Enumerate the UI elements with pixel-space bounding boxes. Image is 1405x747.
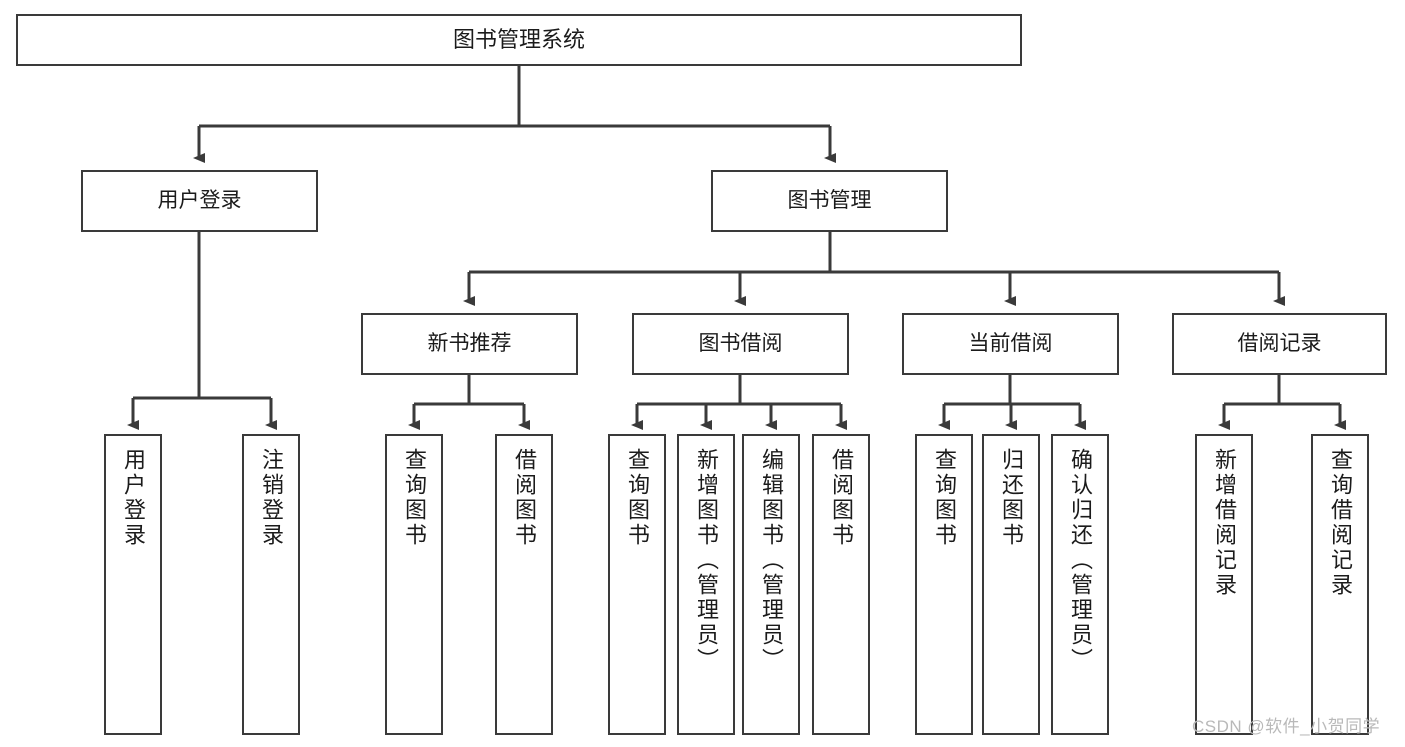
leaf-user-login-login[interactable]: 用户登录	[104, 434, 162, 735]
node-label: 借阅图书	[512, 448, 537, 548]
node-label: 用户登录	[121, 448, 146, 548]
leaf-borrow-borrow-book[interactable]: 借阅图书	[812, 434, 870, 735]
leaf-record-add-record[interactable]: 新增借阅记录	[1195, 434, 1253, 735]
node-label: 编辑图书（管理员）	[759, 448, 784, 673]
leaf-borrow-add-book-admin[interactable]: 新增图书（管理员）	[677, 434, 735, 735]
node-label: 图书管理系统	[452, 26, 585, 52]
node-new-book-recommend[interactable]: 新书推荐	[361, 313, 578, 375]
node-user-login[interactable]: 用户登录	[81, 170, 318, 232]
leaf-current-query-book[interactable]: 查询图书	[915, 434, 973, 735]
node-root-system[interactable]: 图书管理系统	[16, 14, 1022, 66]
node-current-borrow[interactable]: 当前借阅	[902, 313, 1119, 375]
node-label: 查询图书	[625, 448, 650, 548]
node-label: 归还图书	[999, 448, 1024, 548]
node-label: 当前借阅	[968, 332, 1053, 356]
leaf-user-login-logout[interactable]: 注销登录	[242, 434, 300, 735]
leaf-current-confirm-return-admin[interactable]: 确认归还（管理员）	[1051, 434, 1109, 735]
node-label: 新增借阅记录	[1212, 448, 1237, 598]
leaf-current-return-book[interactable]: 归还图书	[982, 434, 1040, 735]
node-label: 新增图书（管理员）	[694, 448, 719, 673]
node-label: 用户登录	[157, 189, 242, 213]
node-label: 新书推荐	[427, 332, 512, 356]
node-label: 借阅记录	[1237, 332, 1322, 356]
leaf-record-query-record[interactable]: 查询借阅记录	[1311, 434, 1369, 735]
node-label: 注销登录	[259, 448, 284, 548]
leaf-recommend-query-book[interactable]: 查询图书	[385, 434, 443, 735]
node-book-management[interactable]: 图书管理	[711, 170, 948, 232]
node-label: 借阅图书	[829, 448, 854, 548]
node-book-borrow[interactable]: 图书借阅	[632, 313, 849, 375]
node-label: 确认归还（管理员）	[1068, 448, 1093, 673]
leaf-recommend-borrow-book[interactable]: 借阅图书	[495, 434, 553, 735]
node-label: 图书借阅	[698, 332, 783, 356]
node-label: 查询图书	[402, 448, 427, 548]
node-borrow-record[interactable]: 借阅记录	[1172, 313, 1387, 375]
leaf-borrow-edit-book-admin[interactable]: 编辑图书（管理员）	[742, 434, 800, 735]
node-label: 图书管理	[787, 189, 872, 213]
leaf-borrow-query-book[interactable]: 查询图书	[608, 434, 666, 735]
node-label: 查询图书	[932, 448, 957, 548]
node-label: 查询借阅记录	[1328, 448, 1353, 598]
csdn-watermark: CSDN @软件_小贺同学	[1192, 717, 1381, 736]
